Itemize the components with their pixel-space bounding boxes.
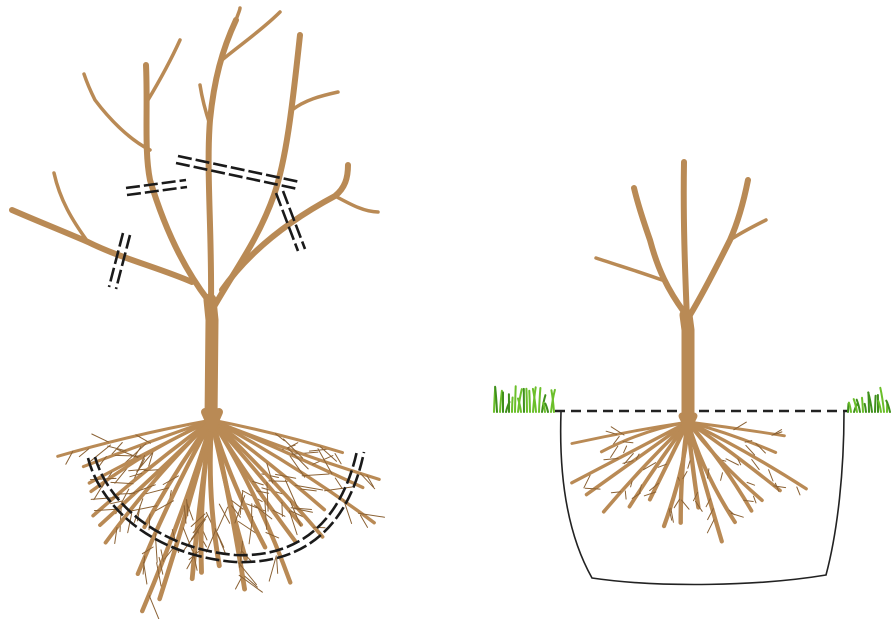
rootlet — [747, 482, 755, 485]
cut-marks — [88, 156, 364, 562]
rootlet — [707, 520, 714, 533]
before-pruning-panel — [12, 8, 385, 619]
right-main-branch — [215, 35, 300, 305]
rootlet — [236, 579, 242, 589]
rootlet — [623, 442, 633, 443]
rootlet — [624, 446, 627, 453]
left-branch — [634, 188, 684, 312]
rootlet — [797, 487, 800, 495]
rootlet — [335, 454, 341, 464]
trimmed-root-system — [572, 416, 806, 541]
grass-blade — [849, 403, 851, 412]
leader-twig-left — [200, 85, 210, 125]
grass-blade — [526, 389, 527, 412]
grass-blade — [875, 396, 876, 412]
rootlet — [108, 446, 126, 451]
rootlet — [136, 435, 151, 443]
pruned-crown — [596, 162, 766, 425]
lower-right-branch — [222, 165, 348, 290]
rootlet — [769, 470, 773, 481]
trunk — [686, 315, 688, 425]
rootlet — [92, 434, 109, 442]
grass-blade — [865, 404, 866, 412]
central-leader — [209, 20, 236, 305]
root-system — [58, 412, 385, 619]
unpruned-crown — [12, 8, 378, 420]
left-main-branch — [146, 65, 208, 300]
rootlet — [625, 491, 626, 499]
grass-tuft-icon — [848, 388, 890, 412]
central-leader — [684, 162, 687, 320]
grass-blade — [848, 404, 849, 412]
rootlet — [277, 558, 278, 574]
rootlet — [721, 473, 723, 481]
leader-top-twig — [236, 8, 240, 20]
grass-blade — [539, 388, 540, 412]
grass-blade — [500, 391, 502, 412]
left-side-twig — [596, 258, 662, 280]
after-planting-panel — [494, 162, 890, 584]
rootlet — [688, 461, 690, 469]
root — [212, 420, 323, 537]
rootlet — [754, 496, 757, 503]
rootlet — [282, 502, 283, 516]
grass-blade — [495, 387, 497, 412]
lower-right-twig — [335, 196, 378, 212]
grass-blade — [512, 398, 513, 413]
right-branch-twig — [292, 92, 338, 110]
rootlet — [335, 478, 342, 489]
rootlet — [111, 501, 122, 504]
right-branch — [690, 180, 748, 315]
grass-blade — [529, 391, 530, 412]
rootlet — [726, 459, 738, 465]
left-branch-twig-2 — [148, 40, 180, 100]
grass-tuft-icon — [494, 386, 555, 412]
left-branch-twig-1 — [84, 74, 150, 150]
trunk — [210, 300, 212, 420]
grass-blade — [515, 386, 516, 412]
grass-blade — [862, 398, 863, 412]
